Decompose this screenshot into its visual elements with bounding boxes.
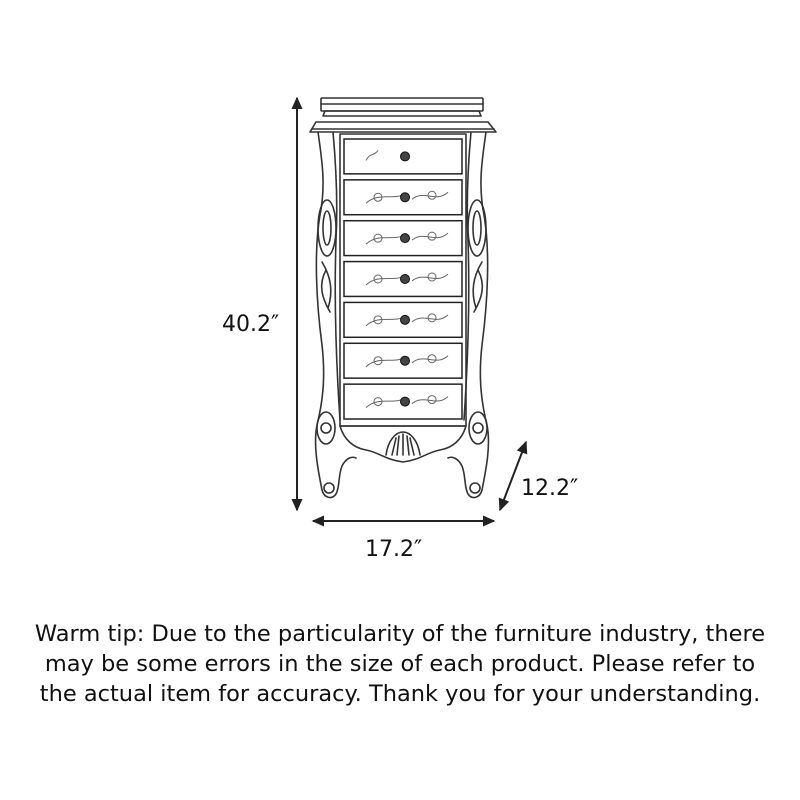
- drawer-floral-painting: [365, 313, 449, 327]
- drawer-stack: [343, 138, 463, 420]
- left-carved-rosette: [316, 411, 336, 445]
- drawer-front: [343, 383, 463, 420]
- depth-label: 12.2″: [521, 476, 579, 501]
- drawer-knob: [400, 396, 410, 407]
- warm-tip-text: Warm tip: Due to the particularity of th…: [0, 619, 800, 709]
- right-carved-rosette: [468, 411, 488, 445]
- depth-dimension-line: [498, 440, 528, 512]
- drawer-floral-painting: [365, 272, 449, 286]
- shell-carving: [385, 431, 421, 456]
- drawer-knob: [400, 192, 410, 203]
- warm-tip-line: may be some errors in the size of each p…: [44, 651, 756, 677]
- drawer-floral-painting: [365, 395, 449, 408]
- drawer-knob: [400, 151, 410, 162]
- left-carved-oval: [317, 199, 337, 257]
- warm-tip-line: the actual item for accuracy. Thank you …: [39, 681, 761, 707]
- cabinet-cornice: [309, 121, 497, 133]
- drawer-floral-painting: [365, 231, 449, 245]
- right-carved-oval: [467, 199, 487, 257]
- height-label: 40.2″: [222, 312, 280, 337]
- drawer-front: [343, 179, 463, 216]
- width-label: 17.2″: [365, 537, 423, 562]
- drawer-knob: [400, 355, 410, 366]
- drawer-floral-painting: [365, 150, 379, 161]
- drawer-front: [343, 260, 463, 298]
- drawer-knob: [400, 314, 410, 325]
- drawer-front: [343, 342, 463, 379]
- drawer-front: [343, 219, 463, 257]
- drawer-front: [343, 301, 463, 339]
- drawer-floral-painting: [365, 354, 449, 368]
- cabinet-top-base: [322, 110, 482, 117]
- drawer-knob: [400, 233, 410, 244]
- drawer-floral-painting: [365, 190, 449, 204]
- drawer-front: [343, 138, 463, 175]
- cabinet-apron: [339, 425, 467, 463]
- warm-tip-line: Warm tip: Due to the particularity of th…: [34, 621, 766, 647]
- drawer-knob: [400, 274, 410, 284]
